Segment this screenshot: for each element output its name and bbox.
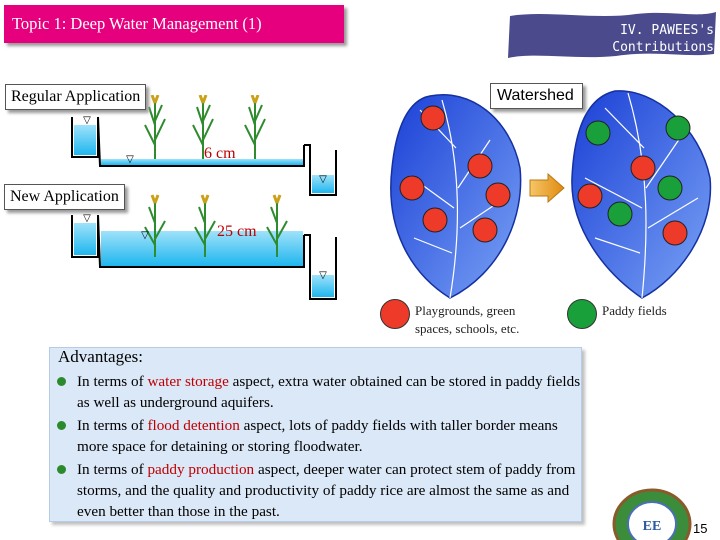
topic-title: Topic 1: Deep Water Management (1) (4, 5, 344, 43)
legend-green-dot (567, 299, 597, 329)
advantages-title: Advantages: (58, 347, 143, 366)
section-banner (508, 12, 716, 58)
bullet-icon (57, 377, 66, 386)
advantage-item: In terms of water storage aspect, extra … (57, 371, 582, 413)
advantage-suffix: aspect, deeper water can protect stem of… (77, 461, 576, 520)
advantage-prefix: In terms of (77, 461, 148, 478)
advantage-item: In terms of paddy production aspect, dee… (57, 459, 582, 522)
regular-depth-label: 6 cm (204, 145, 236, 162)
advantage-item: In terms of flood detention aspect, lots… (57, 415, 582, 457)
pawees-logo: EE (612, 488, 692, 540)
legend-red-dot (380, 299, 410, 329)
legend-playgrounds-text: Playgrounds, green spaces, schools, etc. (415, 303, 520, 336)
advantage-prefix: In terms of (77, 373, 148, 390)
advantages-box (49, 347, 582, 522)
regular-field (97, 116, 305, 167)
advantage-keyword: water storage (147, 373, 229, 390)
banner-line-2: Contributions (612, 40, 714, 55)
watershed-after (571, 90, 712, 299)
transition-arrow (529, 172, 565, 204)
water-level-symbol: ▽ (319, 270, 327, 281)
regular-right-channel (304, 144, 337, 196)
logo-text: EE (643, 519, 662, 534)
water-level-symbol: ▽ (319, 174, 327, 185)
water-level-symbol: ▽ (83, 115, 91, 126)
regular-application-label: Regular Application (5, 84, 147, 110)
new-field (97, 214, 305, 268)
advantage-suffix: aspect, lots of paddy fields with taller… (77, 417, 558, 455)
watershed-illustration (390, 90, 712, 299)
rice-plants (144, 95, 288, 257)
new-depth-label: 25 cm (217, 223, 257, 240)
banner-line-1: IV. PAWEES's (620, 23, 714, 38)
new-right-channel (304, 234, 337, 300)
advantage-suffix: aspect, extra water obtained can be stor… (77, 373, 581, 411)
legend-paddy-text: Paddy fields (602, 303, 667, 318)
bullet-icon (57, 465, 66, 474)
water-level-symbol: ▽ (126, 154, 134, 165)
watershed-before (390, 94, 522, 299)
section-banner-text: IV. PAWEES's Contributions (530, 22, 714, 56)
water-level-symbol: ▽ (83, 213, 91, 224)
watershed-label: Watershed (490, 83, 583, 109)
bullet-icon (57, 421, 66, 430)
water-level-symbol: ▽ (141, 230, 149, 241)
advantage-prefix: In terms of (77, 417, 148, 434)
new-application-label: New Application (4, 184, 125, 210)
paddy-depth-diagram: ▽ ▽ ▽ ▽ ▽ ▽ (71, 95, 337, 300)
advantage-keyword: flood detention (147, 417, 240, 434)
page-number: 15 (693, 521, 708, 536)
advantage-keyword: paddy production (147, 461, 255, 478)
